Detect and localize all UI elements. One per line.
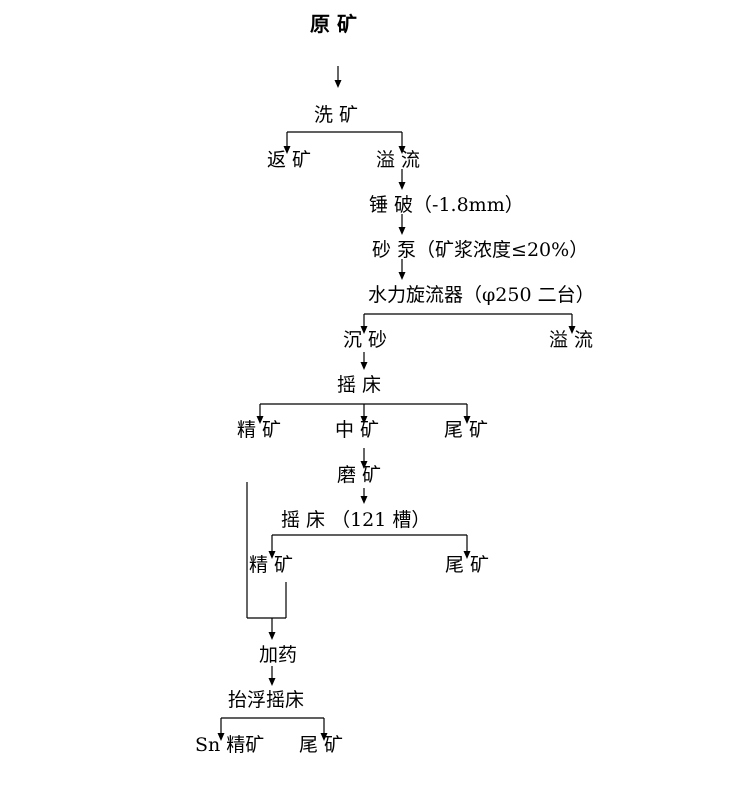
arrowhead xyxy=(360,362,368,370)
node-sn-concentrate: Sn 精矿 xyxy=(195,734,264,756)
node-reagent: 加药 xyxy=(259,644,297,666)
arrowhead xyxy=(256,416,264,424)
arrowhead xyxy=(568,326,576,334)
node-hydrocyclone: 水力旋流器（φ250 二台） xyxy=(368,284,595,306)
arrowhead xyxy=(360,461,368,469)
arrowhead xyxy=(398,227,406,235)
arrowhead xyxy=(334,80,342,88)
node-tailing-2: 尾 矿 xyxy=(445,554,489,576)
node-shaking-table-2: 摇 床 （121 槽） xyxy=(281,509,430,531)
arrowhead xyxy=(268,678,276,686)
node-shaking-table-1: 摇 床 xyxy=(337,374,381,396)
node-flotation-table: 抬浮摇床 xyxy=(228,689,304,711)
title-raw-ore: 原 矿 xyxy=(310,12,357,36)
node-hammer-crush: 锤 破（-1.8mm） xyxy=(369,194,524,216)
node-concentrate-2: 精 矿 xyxy=(249,554,293,576)
arrowhead xyxy=(463,416,471,424)
arrowhead xyxy=(217,733,225,741)
arrowhead xyxy=(360,496,368,504)
node-overflow-1: 溢 流 xyxy=(376,149,420,171)
arrowhead xyxy=(320,733,328,741)
node-tailing-1: 尾 矿 xyxy=(444,419,488,441)
node-tailing-3: 尾 矿 xyxy=(299,734,343,756)
arrowhead xyxy=(398,146,406,154)
node-concentrate-1: 精 矿 xyxy=(237,419,281,441)
node-overflow-2: 溢 流 xyxy=(549,329,593,351)
arrowhead xyxy=(268,551,276,559)
node-middling: 中 矿 xyxy=(335,419,379,441)
arrowhead xyxy=(360,416,368,424)
arrowhead xyxy=(283,146,291,154)
arrowhead xyxy=(268,632,276,640)
arrowhead xyxy=(463,551,471,559)
arrowhead xyxy=(360,326,368,334)
connector-lines xyxy=(217,66,576,741)
node-return-ore: 返 矿 xyxy=(267,149,311,171)
arrowhead xyxy=(398,182,406,190)
node-grinding: 磨 矿 xyxy=(337,464,381,486)
node-sand-pump: 砂 泵（矿浆浓度≤20%） xyxy=(372,239,588,261)
node-sand: 沉 砂 xyxy=(343,329,387,351)
arrowhead xyxy=(398,272,406,280)
node-wash: 洗 矿 xyxy=(314,104,358,126)
